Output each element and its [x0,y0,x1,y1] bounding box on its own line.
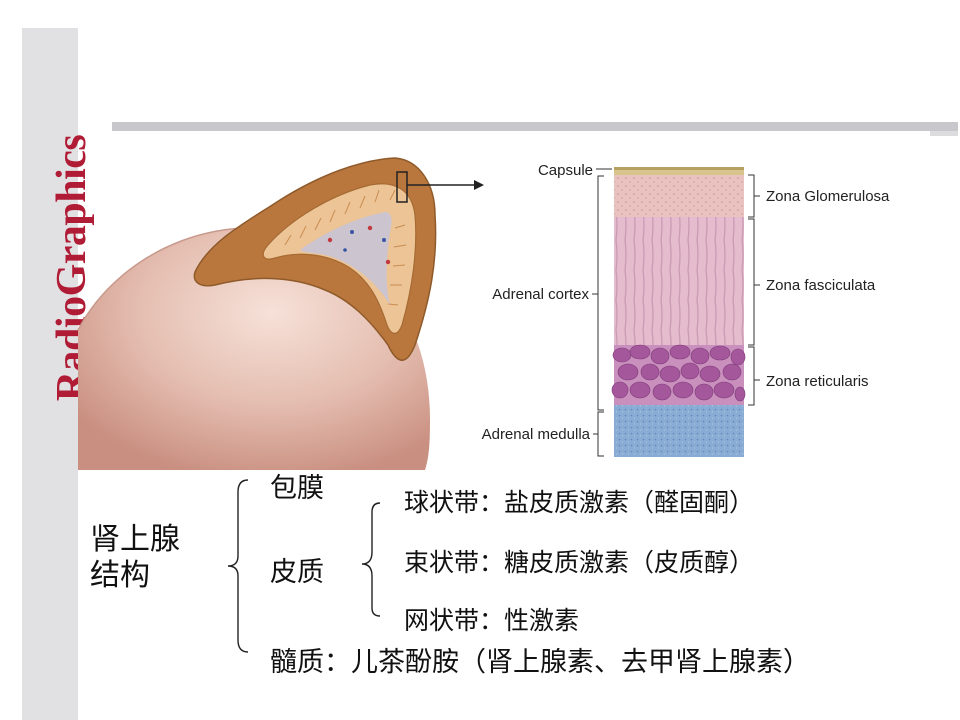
root-label-line2: 结构 [90,558,150,593]
root-label: 肾上腺 结构 [90,522,180,594]
zone-glomerulosa-cn: 球状带：盐皮质激素（醛固酮） [404,488,755,517]
zone-fasciculata-cn: 束状带：糖皮质激素（皮质醇） [404,548,755,577]
sidebar-panel: RadioGraphics [22,28,95,720]
medulla-layer [614,405,744,457]
fasciculata-layer [614,217,744,345]
reticularis-layer [611,344,746,405]
medulla-cn-label: 髓质：儿茶酚胺（肾上腺素、去甲肾上腺素） [270,647,810,678]
glomerulosa-layer [614,175,744,217]
zoom-box [396,171,408,203]
adrenal-medulla-label: Adrenal medulla [482,426,591,443]
root-label-line1: 肾上腺 [90,522,180,557]
zone-reticularis-cn: 网状带：性激素 [404,606,580,635]
cortex-cn-label: 皮质 [270,557,324,588]
structure-braces [227,479,381,653]
cortex-brace [361,502,381,617]
capsule-label: Capsule [538,162,593,179]
top-divider [112,122,958,131]
zona-glomerulosa-label: Zona Glomerulosa [766,188,890,205]
zona-fasciculata-label: Zona fasciculata [766,277,876,294]
capsule-layer [614,167,744,175]
capsule-cn-label: 包膜 [270,473,324,504]
zona-reticularis-label: Zona reticularis [766,373,869,390]
main-brace [227,479,249,653]
top-divider-shadow [930,131,958,136]
adrenal-cortex-label: Adrenal cortex [492,286,589,303]
arrow-head [474,180,484,190]
adrenal-gland-medulla [300,212,392,305]
